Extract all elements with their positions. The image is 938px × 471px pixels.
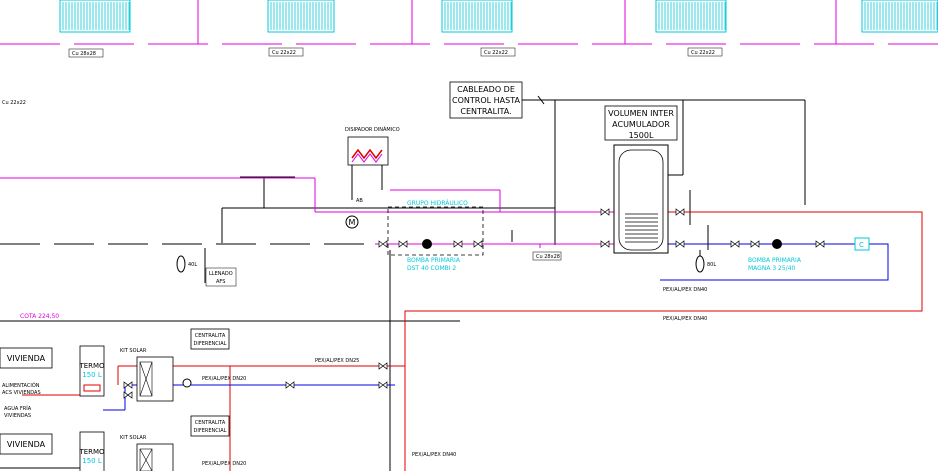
svg-text:TERMO: TERMO	[78, 362, 105, 370]
svg-text:CONTROL HASTA: CONTROL HASTA	[452, 96, 520, 105]
svg-text:DIFERENCIAL: DIFERENCIAL	[194, 341, 227, 347]
valve-icon	[285, 381, 295, 389]
svg-text:KIT SOLAR: KIT SOLAR	[120, 348, 147, 354]
svg-text:LLENADO: LLENADO	[209, 271, 233, 277]
svg-text:80L: 80L	[707, 262, 716, 268]
svg-text:Cu 28x28: Cu 28x28	[536, 254, 560, 260]
svg-text:ACUMULADOR: ACUMULADOR	[612, 120, 670, 129]
svg-text:KIT SOLAR: KIT SOLAR	[120, 435, 147, 441]
top-pipe-labels: Cu 28x28 Cu 22x22 Cu 22x22 Cu 22x22 Cu 2…	[2, 47, 723, 106]
svg-text:PEX/AL/PEX DN25: PEX/AL/PEX DN25	[315, 358, 359, 364]
mid-pipe-labels: Cu 28x28 PEX/AL/PEX DN40 PEX/AL/PEX DN40…	[202, 251, 707, 467]
magenta-pipes	[0, 177, 620, 248]
svg-text:VIVIENDA: VIVIENDA	[7, 354, 46, 363]
svg-text:VOLUMEN INTER: VOLUMEN INTER	[608, 109, 674, 118]
svg-text:PEX/AL/PEX DN40: PEX/AL/PEX DN40	[663, 316, 707, 322]
svg-text:VIVIENDAS: VIVIENDAS	[4, 413, 31, 419]
black-pipes	[0, 99, 806, 471]
collector-panel	[441, 0, 513, 33]
svg-text:CENTRALITA: CENTRALITA	[195, 420, 226, 426]
svg-text:M: M	[349, 218, 356, 227]
label-cu-top-3: Cu 22x22	[484, 50, 508, 56]
svg-text:PEX/AL/PEX DN40: PEX/AL/PEX DN40	[663, 287, 707, 293]
svg-text:PEX/AL/PEX DN20: PEX/AL/PEX DN20	[202, 376, 246, 382]
llenado-note: LLENADO AFS	[205, 267, 237, 287]
svg-text:1500L: 1500L	[629, 131, 654, 140]
svg-text:PEX/AL/PEX DN20: PEX/AL/PEX DN20	[202, 461, 246, 467]
svg-text:VIVIENDA: VIVIENDA	[7, 440, 46, 449]
collector-panel	[59, 0, 131, 33]
valve-icon	[750, 240, 760, 248]
label-cu-left: Cu 22x22	[2, 100, 26, 106]
svg-text:MAGNA 3 25/40: MAGNA 3 25/40	[748, 265, 796, 272]
svg-text:GRUPO HIDRÁULICO: GRUPO HIDRÁULICO	[407, 200, 468, 207]
valve-icon	[398, 240, 408, 248]
valve-icon	[675, 208, 685, 216]
solar-collector-panels	[59, 0, 938, 33]
valves	[123, 208, 825, 399]
svg-text:40L: 40L	[188, 262, 197, 268]
label-cu-top-1: Cu 28x28	[72, 51, 96, 57]
right-pump: C BOMBA PRIMARIA MAGNA 3 25/40	[748, 237, 870, 272]
valve-icon	[123, 381, 133, 389]
valve-icon	[815, 240, 825, 248]
collector-panel	[861, 0, 938, 33]
label-cu-top-4: Cu 22x22	[691, 50, 715, 56]
svg-text:DST 40 COMBI 2: DST 40 COMBI 2	[407, 265, 456, 272]
svg-text:DIFERENCIAL: DIFERENCIAL	[194, 428, 227, 434]
label-cu-top-2: Cu 22x22	[272, 50, 296, 56]
svg-text:AFS: AFS	[216, 279, 225, 285]
cableado-note: CABLEADO DE CONTROL HASTA CENTRALITA.	[449, 81, 545, 119]
svg-text:CENTRALITA: CENTRALITA	[195, 333, 226, 339]
svg-text:BOMBA PRIMARIA: BOMBA PRIMARIA	[748, 257, 802, 264]
collector-panel	[655, 0, 727, 33]
valve-icon	[600, 240, 610, 248]
valve-icon	[378, 381, 388, 389]
valve-icon	[473, 240, 483, 248]
valve-icon	[453, 240, 463, 248]
svg-text:PEX/AL/PEX DN40: PEX/AL/PEX DN40	[412, 452, 456, 458]
hydraulic-group: GRUPO HIDRÁULICO BOMBA PRIMARIA DST 40 C…	[387, 200, 484, 272]
svg-text:TERMO: TERMO	[78, 448, 105, 456]
dissipator: DISIPADOR DINÁMICO AB M	[345, 126, 400, 229]
valve-icon	[123, 391, 133, 399]
svg-text:C: C	[859, 241, 864, 249]
svg-text:CENTRALITA.: CENTRALITA.	[460, 107, 511, 116]
accumulator-tank: VOLUMEN INTER ACUMULADOR 1500L	[604, 105, 678, 254]
svg-text:ALIMENTACIÓN: ALIMENTACIÓN	[2, 382, 40, 389]
svg-text:AB: AB	[356, 198, 363, 204]
svg-text:ACS VIVIENDAS: ACS VIVIENDAS	[2, 390, 41, 396]
valve-icon	[378, 362, 388, 370]
vivienda-block-2: VIVIENDA TERMO 150 L KIT SOLAR CENTRALIT…	[0, 415, 230, 471]
svg-text:150 L: 150 L	[82, 457, 102, 465]
svg-text:CABLEADO DE: CABLEADO DE	[457, 85, 515, 94]
panel-drops	[197, 0, 837, 44]
valve-icon	[730, 240, 740, 248]
svg-text:150 L: 150 L	[82, 371, 102, 379]
vivienda-block-1: VIVIENDA TERMO 150 L KIT SOLAR CENTRALIT…	[0, 328, 230, 419]
svg-text:AGUA FRÍA: AGUA FRÍA	[4, 405, 32, 412]
svg-text:DISIPADOR DINÁMICO: DISIPADOR DINÁMICO	[345, 126, 400, 133]
cota-label: COTA 224,50	[20, 313, 59, 320]
valve-icon	[378, 240, 388, 248]
red-pipes	[22, 211, 923, 471]
svg-text:BOMBA PRIMARIA: BOMBA PRIMARIA	[407, 257, 461, 264]
valve-icon	[675, 240, 685, 248]
expansion-vessels: 40L 80L	[176, 255, 716, 273]
valve-icon	[600, 208, 610, 216]
